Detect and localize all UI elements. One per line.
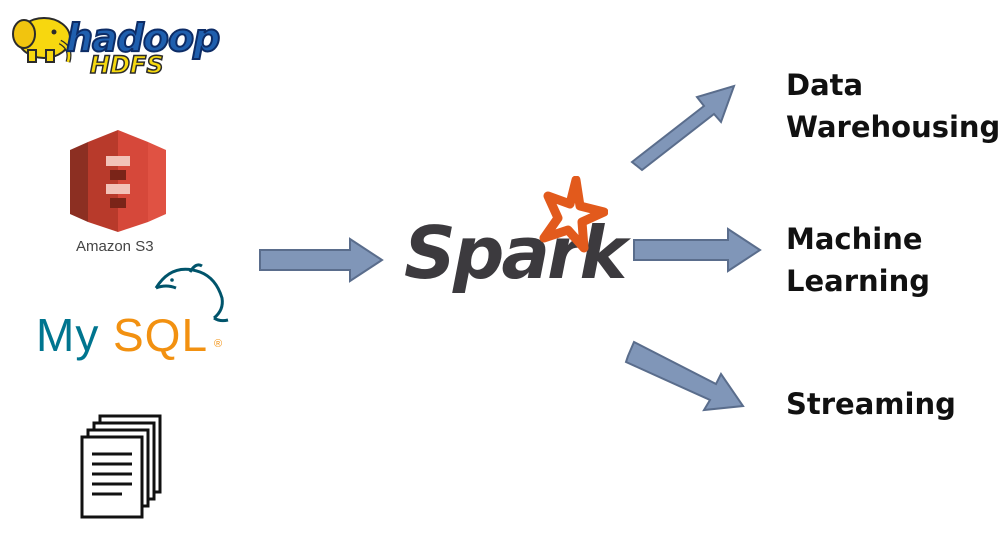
hadoop-elephant-icon [12, 17, 72, 63]
arrow-to-streaming [624, 340, 745, 412]
input-arrow [259, 237, 384, 283]
s3-label: Amazon S3 [76, 238, 154, 255]
mysql-registered-mark: ® [214, 338, 223, 350]
label-data: Data [786, 68, 864, 102]
spark-star-icon [539, 176, 608, 253]
documents-stack-icon [80, 414, 162, 519]
label-streaming-text: Streaming [786, 387, 956, 421]
mysql-my-text: My [36, 309, 100, 361]
mysql-sql-text: SQL [113, 309, 209, 361]
label-learning: Learning [786, 264, 931, 298]
label-machine: Machine [786, 222, 923, 256]
label-data-warehousing: Data Warehousing [786, 64, 1000, 148]
s3-bucket-icon [70, 130, 166, 232]
hadoop-logo-text: hadoop [65, 16, 221, 60]
label-machine-learning: Machine Learning [786, 218, 930, 302]
arrow-to-data-warehousing [630, 84, 736, 172]
label-streaming: Streaming [786, 383, 956, 425]
arrow-to-machine-learning [633, 227, 762, 273]
label-warehousing: Warehousing [786, 110, 1000, 144]
hdfs-logo-text: HDFS [89, 51, 164, 79]
spark-logo-text: Spark [404, 211, 627, 295]
mysql-dolphin-icon [154, 263, 229, 323]
